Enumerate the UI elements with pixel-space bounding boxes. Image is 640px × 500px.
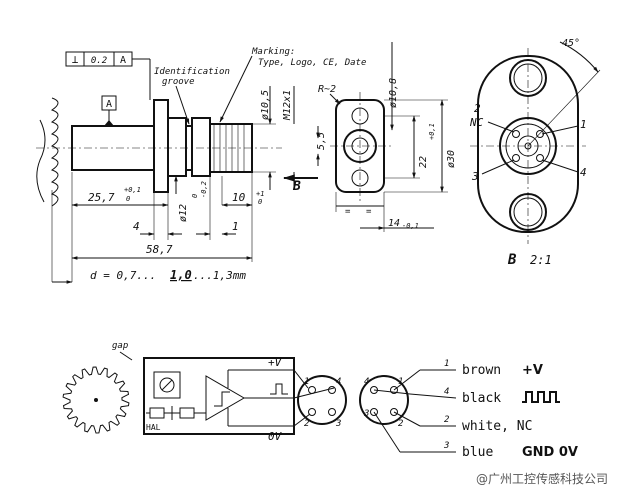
svg-text:3: 3 — [363, 409, 369, 419]
dim-14: 14 — [388, 218, 400, 229]
svg-text:+0,1: +0,1 — [428, 123, 436, 140]
svg-text:+0,1: +0,1 — [124, 186, 141, 194]
pulse-icon — [270, 383, 288, 395]
wire-color-brown: brown — [462, 363, 501, 378]
svg-text:3: 3 — [443, 441, 449, 451]
svg-text:4: 4 — [580, 166, 587, 179]
gap-formula-a: d = 0,7... — [90, 269, 156, 282]
svg-text:2: 2 — [444, 415, 449, 425]
svg-text:4: 4 — [444, 387, 449, 397]
angle-label: 45° — [562, 38, 580, 49]
radius-label: R~2 — [318, 84, 336, 95]
marking-detail: Type, Logo, CE, Date — [258, 58, 366, 68]
zero-v-label: 0V — [268, 430, 283, 443]
wire-color-white: white, NC — [462, 419, 532, 434]
gap-formula-nominal: 1,0 — [170, 268, 192, 282]
view-b: 45° 2 NC 1 3 4 B 2:1 — [469, 38, 601, 268]
svg-text:-0,2: -0,2 — [200, 181, 208, 198]
square-wave-icon — [522, 391, 560, 403]
connector-right — [359, 375, 409, 425]
svg-text:=: = — [345, 207, 351, 217]
gap-formula-c: ...1,3mm — [193, 269, 246, 282]
thread-section — [209, 123, 253, 173]
dia-12: ø12 — [178, 204, 189, 222]
svg-text:1: 1 — [444, 359, 449, 369]
signal-gnd: GND 0V — [522, 445, 578, 460]
hall-label: HAL — [146, 423, 161, 432]
dia-30: ø30 — [446, 150, 457, 168]
dim-58-7: 58,7 — [146, 243, 173, 256]
svg-text:2: 2 — [304, 419, 309, 429]
wire-color-blue: blue — [462, 445, 493, 460]
identification-label: Identification — [154, 67, 230, 77]
svg-text:1: 1 — [304, 377, 309, 387]
connector-left — [297, 375, 347, 425]
svg-text:2: 2 — [398, 419, 403, 429]
view-title: B — [507, 252, 517, 268]
dim-5-5: 5,5 — [316, 132, 327, 150]
sensor-box — [143, 357, 295, 435]
dia-10-5: ø10,5 — [260, 90, 271, 120]
wire-color-black: black — [462, 391, 501, 406]
svg-text:1: 1 — [398, 377, 403, 387]
dia-10-8: ø10,8 — [388, 78, 399, 108]
wiring-diagram: gap HAL +V 0V 1 4 2 — [62, 341, 578, 460]
svg-text:+1: +1 — [256, 190, 264, 198]
gear-outline — [62, 366, 130, 434]
tolerance-frame: ⊥ 0.2 A — [65, 51, 151, 100]
svg-text:=: = — [366, 207, 372, 217]
svg-text:-0,1: -0,1 — [402, 222, 419, 230]
dim-22: 22 — [418, 156, 429, 168]
side-view: A ⊥ 0.2 A Marking: Type, Logo, CE, Date … — [36, 47, 366, 284]
thread-spec: M12x1 — [282, 90, 293, 121]
pin-2 — [512, 130, 520, 138]
signal-plus-v: +V — [522, 363, 543, 378]
watermark: @广州工控传感科技公司 — [476, 472, 609, 486]
datum-label: A — [106, 99, 112, 110]
front-view: R~2 5,5 ø10,8 22 +0,1 ø30 = = 14 -0,1 — [316, 42, 457, 232]
gap-label: gap — [112, 341, 128, 351]
wire-legend: 1 brown +V 4 black 2 white, NC 3 blue GN… — [443, 359, 578, 460]
svg-text:NC: NC — [469, 116, 484, 129]
pin-4 — [536, 154, 544, 162]
dim-4: 4 — [133, 220, 140, 233]
plus-v-label: +V — [268, 356, 283, 369]
svg-text:A: A — [120, 55, 126, 66]
svg-text:0: 0 — [258, 198, 262, 206]
dim-25-7: 25,7 — [88, 191, 115, 204]
svg-text:3: 3 — [471, 170, 479, 183]
pin-3 — [512, 154, 520, 162]
svg-text:0: 0 — [126, 195, 130, 203]
svg-text:4: 4 — [336, 377, 341, 387]
hall-element — [153, 371, 181, 399]
flange — [153, 99, 169, 193]
target-wheel-edge — [50, 97, 59, 207]
groove-label: groove — [162, 77, 195, 87]
gear-icon — [62, 366, 130, 434]
perpendicularity-symbol: ⊥ — [72, 53, 79, 66]
dim-10: 10 — [232, 191, 246, 204]
svg-text:2: 2 — [474, 102, 481, 115]
svg-text:3: 3 — [335, 419, 341, 429]
dim-1: 1 — [232, 220, 239, 233]
marking-label: Marking: — [251, 47, 295, 57]
svg-text:0.2: 0.2 — [91, 56, 107, 66]
comparator — [205, 375, 245, 421]
view-arrow-label: B — [292, 179, 301, 194]
svg-text:4: 4 — [364, 377, 369, 387]
svg-text:1: 1 — [580, 118, 587, 131]
svg-text:0: 0 — [191, 194, 199, 198]
view-scale: 2:1 — [530, 253, 552, 267]
